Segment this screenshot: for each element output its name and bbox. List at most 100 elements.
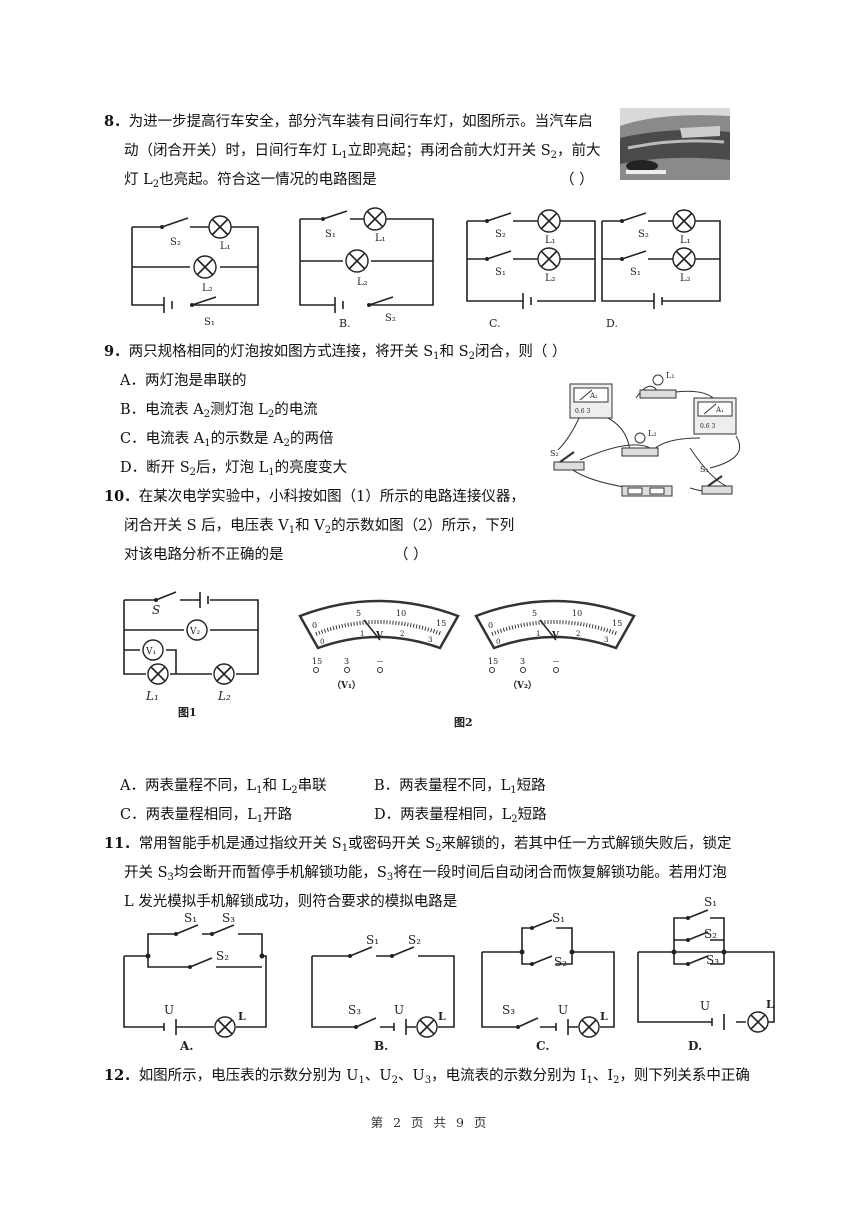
svg-text:（V₁）: （V₁）	[332, 680, 361, 691]
page-footer: 第 2 页 共 9 页	[370, 1115, 490, 1130]
svg-text:S₂: S₂	[385, 313, 396, 324]
q8-answer-paren: （ ）	[560, 172, 594, 188]
q10-line1: 10．在某次电学实验中，小科按如图（1）所示的电路连接仪器，	[104, 488, 525, 505]
q8-circuit-b: S₁ L₁ L₂ S₂ B.	[299, 207, 434, 330]
svg-text:S₂: S₂	[554, 955, 567, 969]
svg-text:L₂: L₂	[680, 273, 691, 284]
svg-text:15: 15	[312, 657, 322, 666]
q11-line3: L 发光模拟手机解锁成功，则符合要求的模拟电路是	[124, 894, 458, 910]
svg-text:S₁: S₁	[184, 911, 197, 925]
battery	[621, 485, 673, 497]
svg-text:1: 1	[360, 630, 364, 638]
q10-answer-paren: （ ）	[394, 547, 428, 563]
svg-text:D.: D.	[688, 1039, 702, 1053]
svg-text:图1: 图1	[178, 706, 197, 719]
voltmeter-v2: 0 5 10 15 0 1 2 3 V 15 3 － （V₂）	[474, 599, 636, 691]
q12-line: 12．如图所示，电压表的示数分别为 U1、U2、U3，电流表的示数分别为 I1、…	[104, 1067, 750, 1086]
svg-text:15: 15	[436, 619, 446, 628]
q9-option-a[interactable]: A．两灯泡是串联的	[120, 373, 247, 389]
svg-text:L₂: L₂	[217, 689, 231, 703]
svg-text:U: U	[558, 1003, 568, 1017]
svg-text:3: 3	[604, 636, 608, 644]
q8-circuit-d: S₂ L₁ S₁ L₂ D.	[601, 209, 721, 330]
svg-text:15: 15	[612, 619, 622, 628]
svg-text:D.: D.	[606, 317, 618, 330]
q8-line1: 8．为进一步提高行车安全，部分汽车装有日间行车灯，如图所示。当汽车启	[104, 113, 593, 130]
q9-option-b[interactable]: B．电流表 A2测灯泡 L2的电流	[120, 402, 318, 420]
q11-circuit-d: S₁ S₂ S₃ U L D.	[637, 895, 775, 1053]
svg-text:L: L	[766, 998, 774, 1011]
switch-s2: S₂	[550, 449, 585, 471]
svg-text:S₁: S₁	[704, 895, 717, 909]
svg-text:B.: B.	[339, 317, 351, 330]
q8-circuit-a: S₂ L₁ L₂ S₁	[131, 215, 259, 328]
ammeter-a1: A₁ 0.6 3	[693, 397, 737, 435]
q10-option-d[interactable]: D．两表量程相同，L2短路	[374, 807, 547, 825]
svg-text:V: V	[375, 631, 384, 641]
svg-text:图2: 图2	[454, 716, 473, 729]
q11-circuit-options: S₁ S₃ S₂ U L A. S₁ S₂ S₃ U L B. S₁ S₂ S₃…	[123, 895, 775, 1053]
svg-text:L₂: L₂	[357, 277, 368, 288]
switch-s1: S₁	[700, 465, 733, 495]
svg-text:C.: C.	[489, 317, 501, 330]
q9-option-d[interactable]: D．断开 S2后，灯泡 L1的亮度变大	[120, 460, 348, 478]
q10-option-c[interactable]: C．两表量程相同，L1开路	[120, 807, 293, 825]
q8-circuit-options: S₂ L₁ L₂ S₁ S₁ L₁ L₂ S₂ B. S₂ L₁ S₁ L₂ C…	[131, 207, 721, 330]
svg-text:S₃: S₃	[502, 1003, 515, 1017]
bulb-l1: L₁	[639, 371, 677, 399]
q10-option-b[interactable]: B．两表量程不同，L1短路	[374, 778, 546, 796]
svg-text:S: S	[152, 603, 160, 617]
svg-text:S₂: S₂	[216, 949, 229, 963]
svg-text:U: U	[394, 1003, 404, 1017]
bulb-l2: L₂	[621, 429, 659, 457]
q8-line2: 动（闭合开关）时，日间行车灯 L1立即亮起；再闭合前大灯开关 S2，前大	[124, 143, 601, 161]
q11-circuit-a: S₁ S₃ S₂ U L A.	[123, 911, 267, 1053]
svg-text:S₁: S₁	[204, 317, 215, 328]
svg-text:5: 5	[532, 609, 537, 618]
svg-text:L: L	[238, 1010, 246, 1023]
q11-line1: 11．常用智能手机是通过指纹开关 S1或密码开关 S2来解锁的，若其中任一方式解…	[104, 835, 732, 854]
svg-text:V₁: V₁	[145, 647, 156, 657]
q10-option-a[interactable]: A．两表量程不同，L1和 L2串联	[120, 778, 327, 796]
q10-line3: 对该电路分析不正确的是	[124, 547, 284, 563]
svg-text:0: 0	[312, 621, 317, 630]
svg-text:S₁: S₁	[700, 465, 709, 474]
voltmeter-v1: 0 5 10 15 0 1 2 3 V 15 3 － （V₁）	[298, 599, 460, 691]
svg-text:－: －	[376, 657, 384, 666]
svg-text:S₂: S₂	[550, 449, 559, 458]
svg-text:S₂: S₂	[704, 927, 717, 941]
svg-text:0: 0	[496, 638, 500, 646]
svg-text:－: －	[552, 657, 560, 666]
svg-text:A₂: A₂	[589, 392, 598, 400]
car-photo	[620, 108, 730, 180]
svg-text:0: 0	[320, 638, 324, 646]
svg-text:L₁: L₁	[220, 241, 231, 252]
q10-figure2-voltmeters: 0 5 10 15 0 1 2 3 V 15 3 － （V₁） 0 5 10 1…	[298, 599, 636, 729]
svg-text:0.6 3: 0.6 3	[575, 408, 590, 415]
svg-text:3: 3	[344, 657, 349, 666]
svg-text:U: U	[700, 999, 710, 1013]
svg-text:（V₂）: （V₂）	[508, 680, 537, 691]
svg-text:S₂: S₂	[495, 229, 506, 240]
svg-text:10: 10	[396, 609, 406, 618]
svg-text:L₂: L₂	[545, 273, 556, 284]
svg-text:B.: B.	[374, 1039, 388, 1053]
svg-text:L₂: L₂	[202, 283, 213, 294]
svg-text:3: 3	[520, 657, 525, 666]
q10-figure1-circuit: V₂ V₁ S L₁ L₂ 图1	[123, 591, 259, 719]
ammeter-a2: A₂ 0.6 3	[569, 383, 613, 419]
svg-text:V: V	[551, 631, 560, 641]
svg-text:10: 10	[572, 609, 582, 618]
q8-circuit-c: S₂ L₁ S₁ L₂ C.	[466, 209, 596, 330]
svg-text:S₂: S₂	[638, 229, 649, 240]
q9-option-c[interactable]: C．电流表 A1的示数是 A2的两倍	[120, 431, 334, 449]
svg-text:S₁: S₁	[366, 933, 379, 947]
svg-text:S₃: S₃	[348, 1003, 361, 1017]
svg-text:L₁: L₁	[145, 689, 159, 703]
svg-text:2: 2	[400, 630, 404, 638]
svg-text:S₁: S₁	[325, 229, 336, 240]
svg-text:5: 5	[356, 609, 361, 618]
q11-circuit-b: S₁ S₂ S₃ U L B.	[311, 933, 455, 1053]
svg-text:15: 15	[488, 657, 498, 666]
svg-text:U: U	[164, 1003, 174, 1017]
